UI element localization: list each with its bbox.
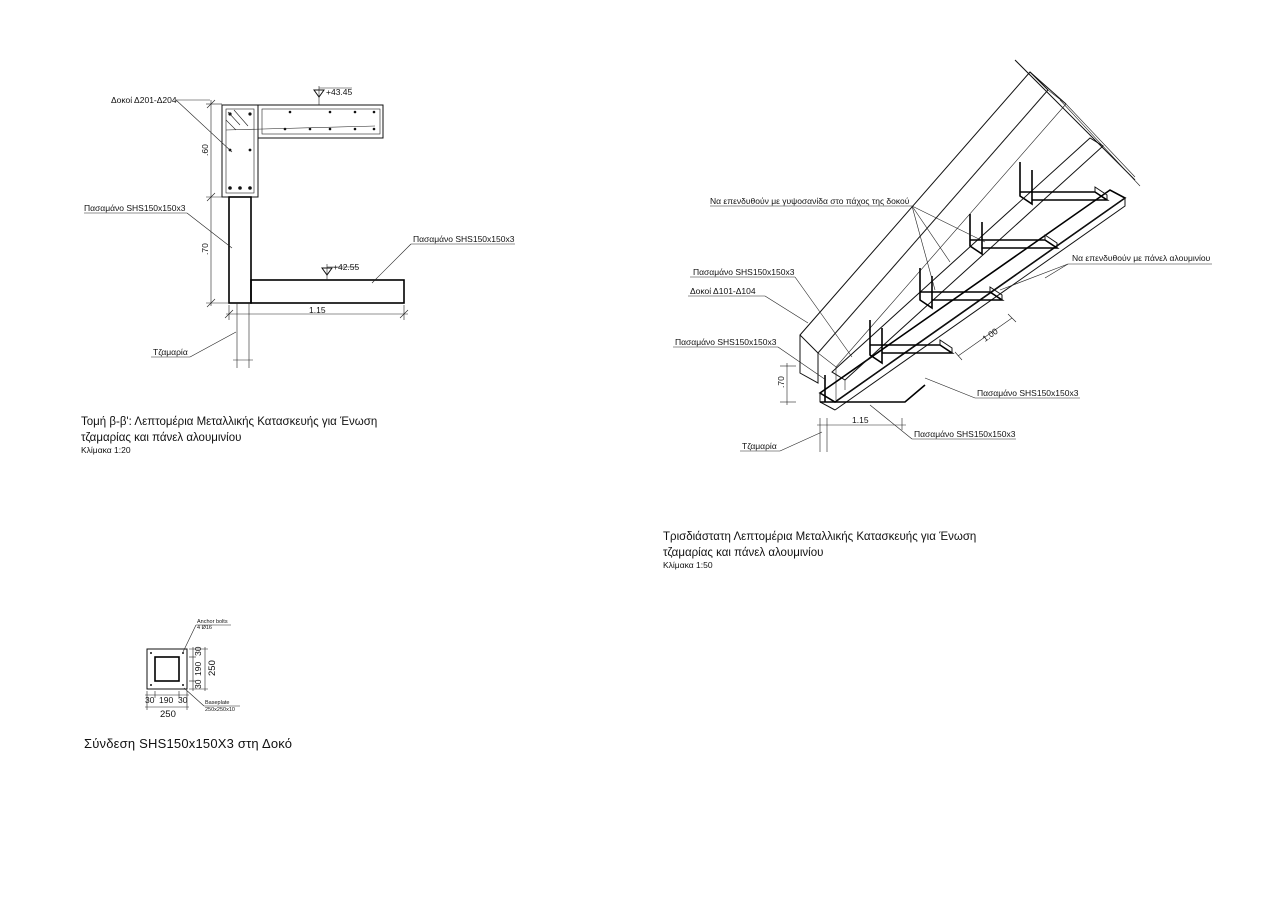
connection-vertical-dims: 30 190 30 250 <box>189 646 218 691</box>
horizontal-shs-handrail <box>250 279 405 304</box>
dim-h-190: 190 <box>159 695 173 705</box>
section-scale: Κλίμακα 1:20 <box>81 445 131 455</box>
section-title-line2: τζαμαρίας και πάνελ αλουμινίου <box>81 432 241 444</box>
glass-panel <box>233 303 253 368</box>
connection-detail: 30 190 30 250 30 190 30 250 Anchor bolts… <box>84 619 292 751</box>
elevation-bottom-text: +42.55 <box>333 262 360 272</box>
iso-dim-70-text: .70 <box>776 376 786 388</box>
leader-baseplate: Baseplate 250x250x10 <box>183 687 240 713</box>
label-aluminium: Να επενδυθούν με πάνελ αλουμινίου <box>1072 253 1211 263</box>
elevation-marker-top: +43.45 <box>313 86 353 105</box>
leader-iso-handrail-4: Πασαμάνο SHS150x150x3 <box>869 404 1016 440</box>
baseplate-label-2: 250x250x10 <box>205 707 235 713</box>
iso-dim-115: 1.15 <box>817 415 906 452</box>
iso-concrete-beam <box>799 71 1136 400</box>
iso-upper-rail <box>831 137 1104 390</box>
dim-60-text: .60 <box>200 144 210 156</box>
iso-dim-100: 1.00 <box>954 313 1017 361</box>
label-handrail-right: Πασαμάνο SHS150x150x3 <box>413 234 515 244</box>
dim-v-250: 250 <box>207 660 218 676</box>
label-beams-d201: Δοκοί Δ201-Δ204 <box>111 95 177 105</box>
isometric-detail: Να επενδυθούν με γυψοσανίδα στο πάχος τη… <box>663 59 1212 570</box>
label-iso-handrail-1: Πασαμάνο SHS150x150x3 <box>693 267 795 277</box>
section-bb-detail: +43.45 +42.55 .60 .70 1. <box>81 86 515 455</box>
leader-iso-beams: Δοκοί Δ101-Δ104 <box>688 286 809 324</box>
leader-handrail-right: Πασαμάνο SHS150x150x3 <box>371 234 515 284</box>
dim-v-30b: 30 <box>193 679 203 689</box>
leader-gypsum: Να επενδυθούν με γυψοσανίδα στο πάχος τη… <box>710 196 986 291</box>
leader-aluminium: Να επενδυθούν με πάνελ αλουμινίου <box>999 253 1212 291</box>
iso-title-line2: τζαμαρίας και πάνελ αλουμινίου <box>663 547 823 559</box>
dim-h-30a: 30 <box>145 695 155 705</box>
iso-scale: Κλίμακα 1:50 <box>663 560 713 570</box>
vertical-dimensions: .60 .70 <box>200 99 229 308</box>
anchor-label-2: 4 Ø16 <box>197 625 212 631</box>
anchor-label-1: Anchor bolts <box>197 619 228 625</box>
label-iso-handrail-2: Πασαμάνο SHS150x150x3 <box>675 337 777 347</box>
elevation-top-text: +43.45 <box>326 87 353 97</box>
horizontal-dimension: 1.15 <box>224 305 409 320</box>
dim-v-190: 190 <box>193 662 203 676</box>
leader-iso-handrail-1: Πασαμάνο SHS150x150x3 <box>690 267 853 358</box>
dim-h-250: 250 <box>160 709 176 720</box>
dim-115-text: 1.15 <box>309 305 326 315</box>
iso-title-line1: Τρισδιάστατη Λεπτομέρια Μεταλλικής Κατασ… <box>663 531 976 543</box>
label-iso-handrail-3: Πασαμάνο SHS150x150x3 <box>977 388 1079 398</box>
leader-handrail-left: Πασαμάνο SHS150x150x3 <box>84 203 233 249</box>
iso-posts-and-crossbars <box>824 162 1110 402</box>
label-gypsum: Να επενδυθούν με γυψοσανίδα στο πάχος τη… <box>710 196 910 206</box>
anchor-bolts <box>150 652 184 686</box>
connection-horizontal-dims: 30 190 30 250 <box>145 691 189 720</box>
dim-70-text: .70 <box>200 243 210 255</box>
leader-iso-handrail-3: Πασαμάνο SHS150x150x3 <box>924 377 1080 399</box>
concrete-beam <box>221 104 384 198</box>
leader-iso-glass: Τζαμαρία <box>740 431 823 452</box>
slab-edge <box>1014 59 1141 187</box>
iso-dim-115-text: 1.15 <box>852 415 869 425</box>
rebar-dots <box>228 110 376 190</box>
leader-glass: Τζαμαρία <box>151 331 237 358</box>
baseplate-label-1: Baseplate <box>205 700 229 706</box>
label-glass-left: Τζαμαρία <box>153 347 188 357</box>
leader-anchor-bolts: Anchor bolts 4 Ø16 <box>182 619 231 653</box>
dim-h-30b: 30 <box>178 695 188 705</box>
label-iso-glass: Τζαμαρία <box>742 441 777 451</box>
leader-beams: Δοκοί Δ201-Δ204 <box>111 95 233 153</box>
leader-iso-handrail-2: Πασαμάνο SHS150x150x3 <box>673 337 827 381</box>
baseplate-outline <box>146 648 188 690</box>
section-title-line1: Τομή β-β': Λεπτομέρια Μεταλλικής Κατασκε… <box>81 416 377 428</box>
iso-dim-70: .70 <box>776 363 796 405</box>
dim-v-30a: 30 <box>193 646 203 656</box>
label-handrail-left: Πασαμάνο SHS150x150x3 <box>84 203 186 213</box>
shs-section <box>154 656 180 682</box>
label-iso-handrail-4: Πασαμάνο SHS150x150x3 <box>914 429 1016 439</box>
elevation-marker-bottom: +42.55 <box>321 262 360 280</box>
connection-title: Σύνδεση SHS150x150X3 στη Δοκό <box>84 736 292 751</box>
vertical-shs-post <box>228 196 252 304</box>
label-iso-beams: Δοκοί Δ101-Δ104 <box>690 286 756 296</box>
